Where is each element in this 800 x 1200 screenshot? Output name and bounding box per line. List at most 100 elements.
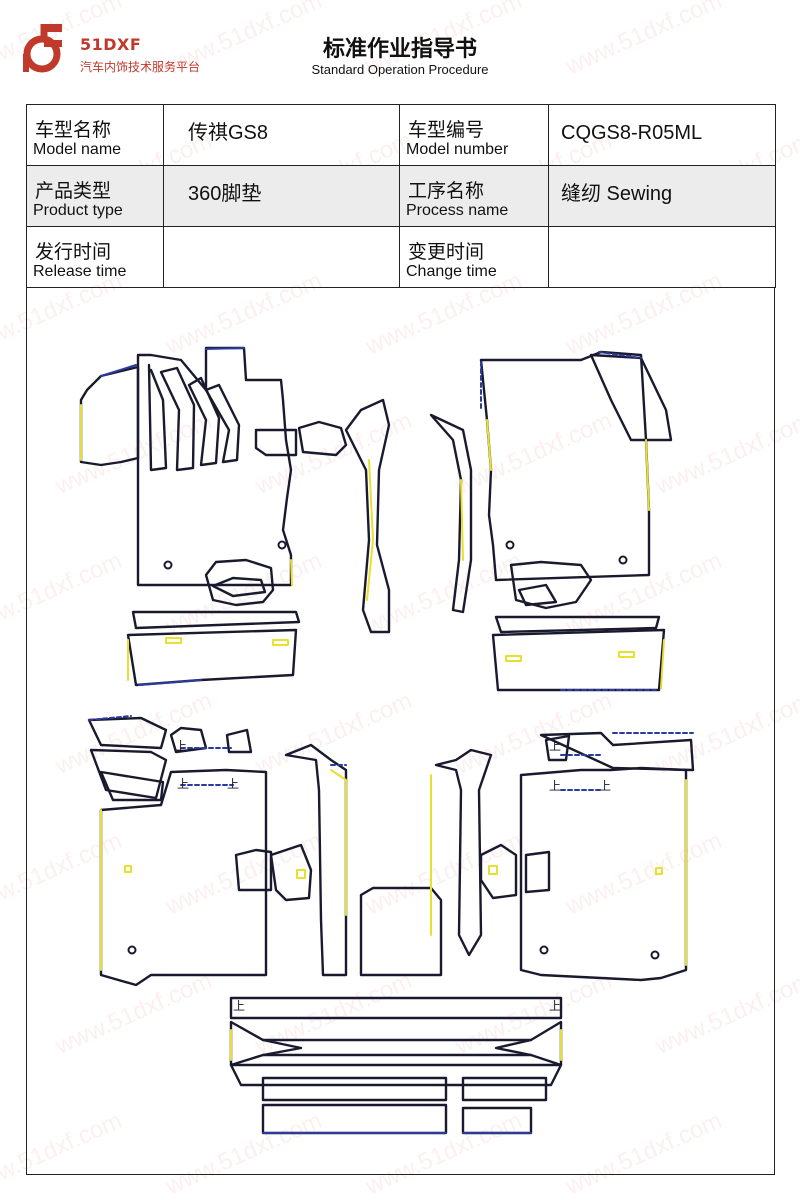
- front-left-blue-edges: [100, 347, 245, 686]
- front-left-mat-outline: [136, 346, 293, 587]
- marker-rear-right-2: 上: [549, 779, 561, 793]
- model-number-label-zh: 车型编号: [408, 119, 485, 141]
- rear-center-group: [359, 748, 493, 977]
- front-right-blue-dashed: [480, 351, 657, 691]
- model-number-label-en: Model number: [406, 141, 509, 158]
- rear-left-yellow: [100, 769, 347, 971]
- third-row-right-rect: [461, 1076, 548, 1102]
- third-row-cross-inner-r: [494, 1038, 533, 1057]
- front-left-hole-2: [277, 540, 287, 550]
- rear-right-yellow: [488, 779, 687, 966]
- third-row-cross-inner: [261, 1038, 303, 1057]
- front-left-yellow-edges: [80, 404, 293, 681]
- marker-third-row-right: 上: [549, 999, 561, 1013]
- tunnel-strip-right: [429, 413, 473, 614]
- release-time-value-cell: [163, 226, 400, 288]
- front-right-side-panel: [589, 353, 673, 442]
- rear-center-strip-right: [434, 748, 493, 957]
- rear-left-mat-outline: [99, 768, 268, 987]
- front-left-strip-1: [147, 363, 168, 472]
- front-right-mat-group: [479, 350, 673, 692]
- document-title: 标准作业指导书: [322, 37, 477, 62]
- logo-name: 51DXF: [80, 35, 142, 54]
- front-right-heel-pad: [509, 560, 593, 610]
- rear-left-hole: [127, 945, 137, 955]
- model-name-label-cell: 车型名称 Model name: [26, 104, 164, 166]
- info-row-model: 车型名称 Model name 传祺GS8 车型编号 Model number …: [26, 104, 776, 166]
- marker-rear-left-1: 上: [175, 739, 187, 753]
- product-type-value-cell: 360脚垫: [163, 165, 400, 227]
- floor-mat-pattern-drawing: 上 上 上 上 上 上 上 上: [26, 288, 775, 1175]
- marker-rear-left-2: 上: [177, 777, 189, 791]
- release-time-label-cell: 发行时间 Release time: [26, 226, 164, 288]
- third-row-bottom-left: [261, 1103, 448, 1135]
- release-time-label-zh: 发行时间: [35, 241, 112, 263]
- front-left-strip-3: [187, 376, 221, 467]
- rear-left-blue-dashed: [88, 715, 347, 786]
- rear-center-tunnel-piece: [359, 886, 443, 977]
- rear-right-mat-outline: [519, 766, 688, 982]
- marker-rear-right-1: 上: [549, 739, 561, 753]
- rear-left-corner-piece-1: [87, 716, 168, 750]
- info-row-time: 发行时间 Release time 变更时间 Change time: [26, 226, 776, 288]
- process-name-label-cell: 工序名称 Process name: [399, 165, 549, 227]
- front-left-heel-inner: [211, 576, 267, 598]
- front-left-trim-bar: [131, 610, 301, 630]
- third-row-yellow: [230, 1029, 562, 1061]
- model-number-value-cell: CQGS8-R05ML: [548, 104, 776, 166]
- third-row-left-rect: [261, 1076, 448, 1102]
- model-name-label-zh: 车型名称: [35, 119, 112, 141]
- front-right-heel-inner: [517, 583, 558, 607]
- logo-tagline: 汽车内饰技术服务平台: [80, 60, 201, 74]
- model-name-value-cell: 传祺GS8: [163, 104, 400, 166]
- marker-third-row-left: 上: [233, 999, 245, 1013]
- info-table: 车型名称 Model name 传祺GS8 车型编号 Model number …: [26, 104, 776, 288]
- tunnel-strip-left: [344, 398, 391, 634]
- model-name-label-en: Model name: [33, 141, 122, 158]
- rear-right-hole-2: [650, 950, 660, 960]
- model-name-value: 传祺GS8: [188, 122, 269, 144]
- front-right-yellow-edges: [486, 419, 665, 689]
- rear-right-hole: [539, 945, 549, 955]
- front-left-strip-4: [204, 383, 241, 464]
- process-name-value: 缝纫 Sewing: [561, 183, 673, 205]
- process-name-label-zh: 工序名称: [408, 180, 485, 202]
- front-left-hole-1: [163, 560, 173, 570]
- rear-left-seat-rect: [234, 848, 273, 892]
- rear-left-heel-pad: [269, 843, 313, 902]
- rear-left-corner-piece-2: [89, 748, 168, 800]
- rear-left-corner-piece-3: [99, 770, 165, 802]
- process-name-label-en: Process name: [406, 202, 509, 219]
- front-left-pedal-cut: [254, 428, 298, 457]
- rear-right-mat-group: [479, 731, 695, 982]
- rear-right-blue-dashed: [560, 732, 694, 791]
- rear-right-small-tab: [544, 734, 571, 762]
- third-row-lower-bar: [229, 1063, 563, 1087]
- process-name-value-cell: 缝纫 Sewing: [548, 165, 776, 227]
- marker-rear-right-3: 上: [599, 779, 611, 793]
- front-left-heel-pad: [204, 558, 275, 607]
- product-type-label-en: Product type: [33, 202, 123, 219]
- document-subtitle: Standard Operation Procedure: [311, 62, 489, 77]
- product-type-label-cell: 产品类型 Product type: [26, 165, 164, 227]
- console-piece: [297, 420, 348, 457]
- change-time-value-cell: [548, 226, 776, 288]
- front-left-mat-group: [79, 346, 301, 687]
- product-type-value: 360脚垫: [188, 183, 262, 205]
- front-right-hole-1: [505, 540, 515, 550]
- front-right-hole-2: [618, 555, 628, 565]
- orientation-markers: 上 上 上 上 上 上 上 上: [175, 739, 611, 1013]
- rear-right-seat-rect: [524, 850, 551, 894]
- front-left-bottom-piece: [126, 628, 298, 687]
- rear-left-small-tab-2: [225, 728, 253, 754]
- rear-left-small-tab: [169, 726, 208, 754]
- rear-right-top-piece: [539, 731, 695, 772]
- logo-mark-icon: [23, 24, 62, 73]
- brand-logo: 51DXF 汽车内饰技术服务平台: [22, 18, 242, 78]
- model-number-label-cell: 车型编号 Model number: [399, 104, 549, 166]
- page-header: 51DXF 汽车内饰技术服务平台 标准作业指导书 Standard Operat…: [0, 0, 800, 104]
- front-left-strip-2: [159, 366, 196, 472]
- change-time-label-zh: 变更时间: [408, 241, 485, 263]
- release-time-label-en: Release time: [33, 263, 127, 280]
- change-time-label-cell: 变更时间 Change time: [399, 226, 549, 288]
